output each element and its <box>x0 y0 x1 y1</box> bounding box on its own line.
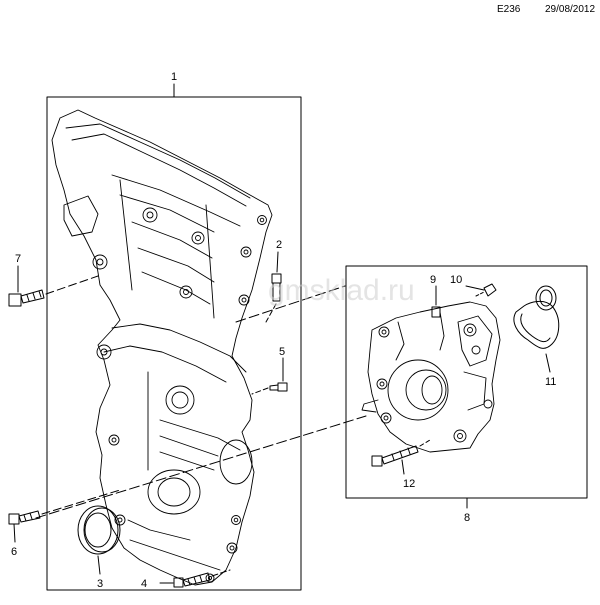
diagram-date: 29/08/2012 <box>545 4 596 15</box>
header: E236 29/08/2012 <box>0 0 600 20</box>
callout-1: 1 <box>171 71 177 83</box>
callout-7: 7 <box>15 253 21 265</box>
diagram-code: E236 <box>497 4 521 15</box>
leader-3 <box>97 555 101 575</box>
oil-pump-housing <box>361 301 501 453</box>
dash-2 <box>265 303 277 323</box>
bolt-12 <box>371 445 419 475</box>
callout-8: 8 <box>464 512 470 524</box>
callout-4: 4 <box>141 578 147 590</box>
dash-5 <box>251 387 269 395</box>
dash-12 <box>419 439 431 447</box>
dash-7 <box>45 275 99 295</box>
bolt-5 <box>269 357 288 392</box>
bolt-6 <box>8 510 41 543</box>
bolt-10 <box>465 283 497 297</box>
callout-10: 10 <box>450 274 462 286</box>
callout-9: 9 <box>430 274 436 286</box>
dash-4 <box>211 569 231 577</box>
callout-6: 6 <box>11 546 17 558</box>
bolt-2 <box>271 251 282 302</box>
callout-2: 2 <box>276 239 282 251</box>
callout-5: 5 <box>279 346 285 358</box>
crank-seal <box>77 505 121 555</box>
callout-3: 3 <box>97 578 103 590</box>
callout-11: 11 <box>545 376 556 388</box>
watermark: gmsklad.ru <box>268 274 415 307</box>
dash-6 <box>41 489 121 515</box>
timing-cover <box>51 109 273 586</box>
timing-cover-group-box <box>46 96 302 591</box>
bolt-7 <box>8 265 45 307</box>
gasket-11 <box>513 285 560 373</box>
callout-12: 12 <box>403 478 415 490</box>
dash-pump-alignment <box>35 415 367 519</box>
bolt-9 <box>431 285 441 318</box>
bolt-4 <box>159 572 211 588</box>
dash-9-alignment <box>235 285 346 323</box>
